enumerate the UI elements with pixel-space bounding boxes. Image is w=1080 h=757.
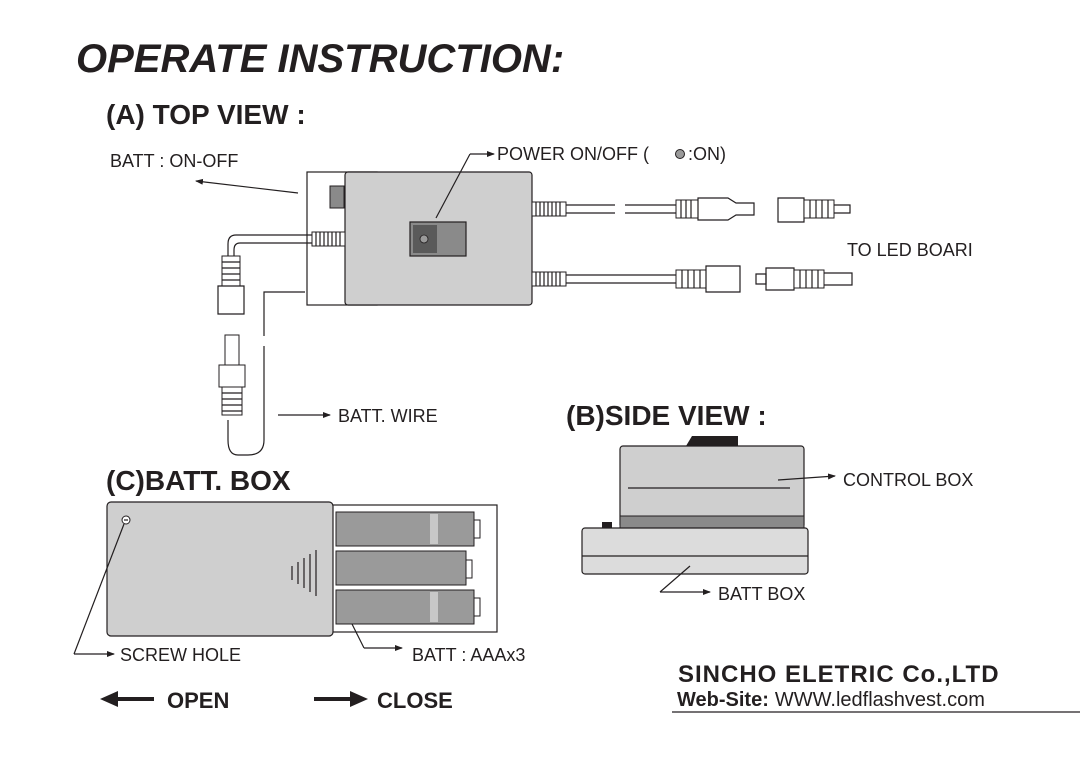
company-name: SINCHO ELETRIC Co.,LTD (678, 661, 1000, 688)
arrow-right-icon (314, 691, 368, 707)
open-indicator: OPEN (100, 688, 229, 713)
batt-box-cover (106, 501, 334, 637)
side-view-illustration (581, 436, 809, 575)
battery-icon (335, 589, 475, 625)
batt-box-illustration (106, 501, 498, 637)
page-title: OPERATE INSTRUCTION: (76, 37, 564, 81)
control-box-leader (777, 473, 836, 481)
section-side-view-title: (B)SIDE VIEW : (566, 400, 767, 431)
top-view-illustration (217, 171, 853, 456)
close-label: CLOSE (377, 688, 453, 713)
on-indicator-icon (675, 149, 685, 159)
close-indicator: CLOSE (314, 688, 453, 713)
batt-switch (329, 185, 345, 209)
batt-on-off-leader (195, 178, 299, 194)
power-on-off-text: POWER ON/OFF ( (497, 144, 649, 164)
side-view-batt-box (581, 527, 809, 575)
side-switch (686, 436, 738, 446)
batt-on-off-label: BATT : ON-OFF (110, 151, 238, 171)
section-batt-box-title: (C)BATT. BOX (106, 465, 291, 496)
batt-aaa-label: BATT : AAAx3 (412, 645, 525, 665)
battery-icon (335, 550, 467, 586)
company-website: Web-Site: WWW.ledflashvest.com (677, 689, 985, 711)
to-led-board-label: TO LED BOARI (847, 240, 973, 260)
web-site-url: WWW.ledflashvest.com (775, 689, 985, 711)
section-top-view-title: (A) TOP VIEW : (106, 99, 306, 130)
batt-wire-label: BATT. WIRE (338, 406, 438, 426)
arrow-left-icon (100, 691, 154, 707)
dc-socket-icon (221, 255, 241, 287)
power-on-off-label: POWER ON/OFF ( (497, 144, 649, 164)
power-indicator-icon (419, 234, 429, 244)
control-box-label: CONTROL BOX (843, 470, 973, 490)
dc-plug-icon (224, 334, 240, 366)
power-on-suffix: :ON) (688, 144, 726, 164)
batt-box-side-label: BATT BOX (718, 584, 805, 604)
open-label: OPEN (167, 688, 229, 713)
screw-hole-label: SCREW HOLE (120, 645, 241, 665)
battery-icon (335, 511, 475, 547)
web-site-label: Web-Site: (677, 689, 769, 711)
